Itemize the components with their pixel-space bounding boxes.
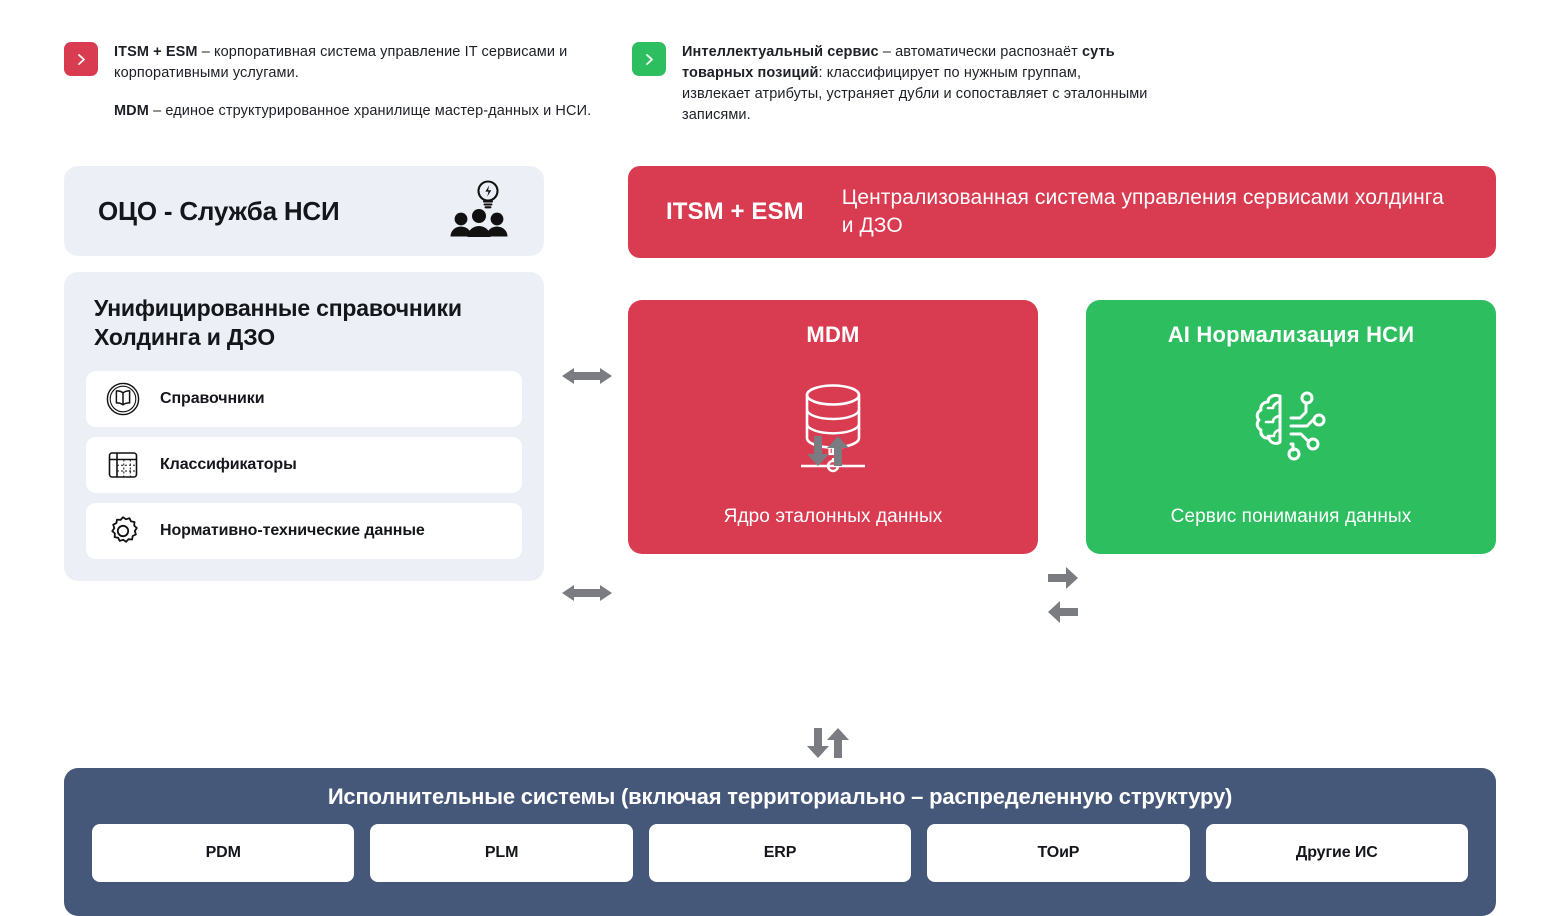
exec-chip-toir[interactable]: ТОиР <box>927 824 1190 882</box>
legend-ai-mid1: – автоматически распознаёт <box>878 44 1082 60</box>
left-column: ОЦО - Служба НСИ <box>64 166 544 582</box>
exec-chip-erp[interactable]: ERP <box>648 824 912 882</box>
list-item-klassifikatory[interactable]: Классификаторы <box>86 437 522 494</box>
double-horizontal-arrow <box>560 581 614 610</box>
list-item-normativno[interactable]: Нормативно-технические данные <box>86 503 522 560</box>
card-unified-catalogs: Унифицированные справочники Холдинга и Д… <box>64 272 544 582</box>
legend-term-positions: суть товарных позиций <box>682 44 1115 82</box>
list-item-label: Нормативно-технические данные <box>160 522 425 540</box>
list-item-spravochniki[interactable]: Справочники <box>86 371 522 428</box>
list-item-label: Справочники <box>160 390 265 408</box>
core-cards-row: MDM Ядро эталонных данных <box>628 300 1496 554</box>
gear-icon <box>104 512 142 550</box>
legend-paragraph-mdm: MDM – единое структурированное хранилище… <box>114 101 624 122</box>
double-horizontal-arrow <box>560 364 614 393</box>
legend-area: ITSM + ESM – корпоративная система управ… <box>0 36 1560 144</box>
legend-block-itsm: ITSM + ESM – корпоративная система управ… <box>64 42 624 122</box>
chevron-right-icon <box>632 42 666 76</box>
banner-itsm-description: Централизованная система управления серв… <box>841 186 1444 237</box>
banner-itsm-esm: ITSM + ESM Централизованная система упра… <box>628 166 1496 258</box>
legend-paragraph-itsm: ITSM + ESM – корпоративная система управ… <box>114 42 624 84</box>
legend-desc-itsm: – корпоративная система управление IT се… <box>114 44 568 82</box>
exec-chip-pdm[interactable]: PDM <box>92 824 355 882</box>
card-oco-title: ОЦО - Служба НСИ <box>98 195 340 226</box>
team-idea-icon <box>448 178 510 245</box>
legend-term-mdm: MDM <box>114 103 149 120</box>
legend-block-ai: Интеллектуальный сервис – автоматически … <box>632 42 1152 126</box>
chevron-right-icon <box>64 42 98 76</box>
right-left-arrow-pair <box>1046 564 1080 631</box>
down-up-arrow-pair <box>795 726 861 765</box>
card-ai-title: AI Нормализация НСИ <box>1167 322 1415 347</box>
legend-term-itsm: ITSM + ESM <box>114 44 198 60</box>
card-mdm: MDM Ядро эталонных данных <box>628 300 1038 554</box>
card-ai-normalization: AI Нормализация НСИ Се <box>1086 300 1496 554</box>
right-column: ITSM + ESM Централизованная система упра… <box>628 166 1496 554</box>
card-oco-service: ОЦО - Служба НСИ <box>64 166 544 256</box>
open-book-icon <box>104 380 142 418</box>
legend-paragraph-ai: Интеллектуальный сервис – автоматически … <box>682 42 1152 126</box>
table-grid-icon <box>104 446 142 484</box>
list-item-label: Классификаторы <box>160 456 297 474</box>
card-ai-subtitle: Сервис понимания данных <box>1170 506 1412 527</box>
legend-term-ai: Интеллектуальный сервис <box>682 44 879 60</box>
card-mdm-title: MDM <box>806 322 860 347</box>
panel-executive-systems: Исполнительные системы (включая территор… <box>64 768 1496 916</box>
database-node-icon <box>789 348 877 506</box>
down-up-arrow-pair <box>795 434 861 473</box>
legend-ai-mid2: : классифицирует по нужным группам, извл… <box>682 65 1148 124</box>
exec-chip-other[interactable]: Другие ИС <box>1205 824 1469 882</box>
exec-chip-plm[interactable]: PLM <box>370 824 633 882</box>
diagram-stage: ОЦО - Служба НСИ <box>0 166 1560 916</box>
banner-itsm-tag: ITSM + ESM <box>666 198 804 225</box>
legend-desc-mdm: – единое структурированное хранилище мас… <box>148 103 592 120</box>
card-unified-title: Унифицированные справочники Холдинга и Д… <box>94 295 462 350</box>
card-mdm-subtitle: Ядро эталонных данных <box>723 506 943 527</box>
ai-brain-circuit-icon <box>1245 348 1337 506</box>
exec-systems-row: PDM PLM ERP ТОиР Другие ИС <box>92 824 1469 882</box>
